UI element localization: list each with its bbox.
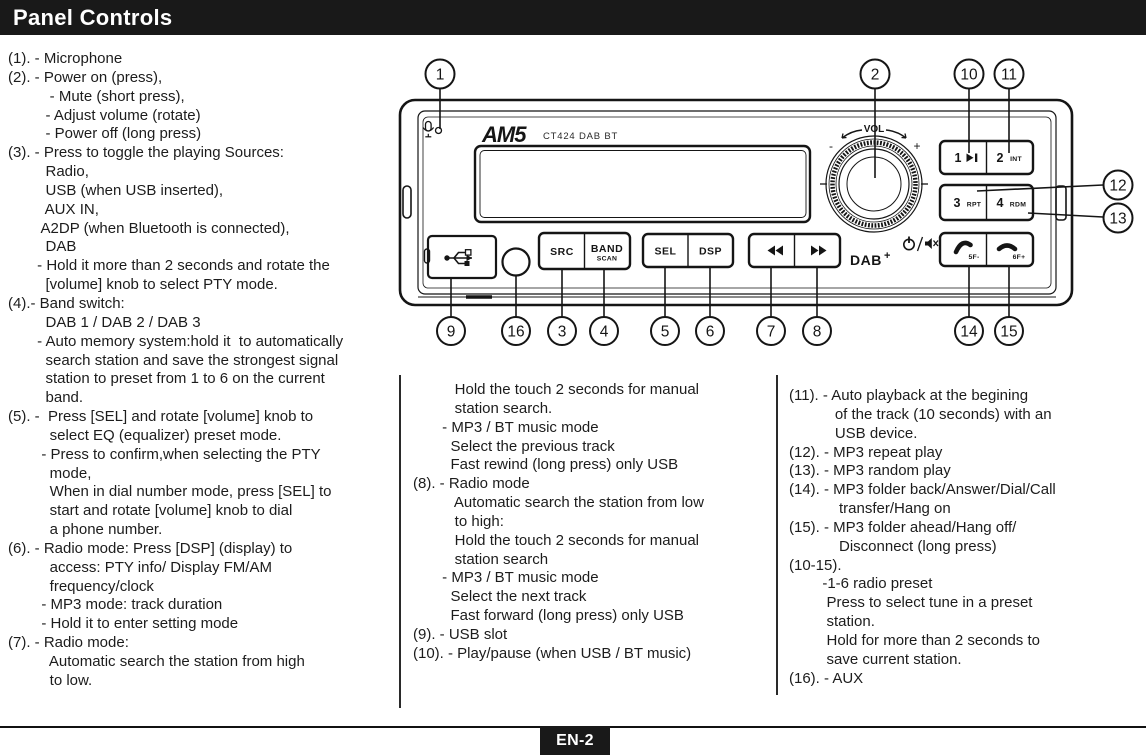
preset-row-3: 5F- 6F+: [938, 231, 1035, 268]
callout-number: 5: [661, 324, 670, 341]
sel-dsp-button-pair: SEL DSP: [641, 232, 735, 269]
rewind-icon: [767, 245, 783, 256]
callout-number: 7: [767, 324, 776, 341]
callout-11: [993, 58, 1025, 90]
preset-3-button: 3: [954, 196, 961, 210]
callout-markers: [424, 58, 1134, 346]
preset-2-button: 2: [997, 151, 1004, 165]
callout-number: 14: [960, 324, 978, 341]
usb-icon: [444, 249, 472, 266]
usb-slot: [423, 234, 498, 280]
callout-numbers: 1 2 10 11 12 13 9 16 3 4 5 6 7 8 14 15: [436, 67, 1127, 341]
callout-9: [436, 316, 466, 346]
title-bar: Panel Controls: [0, 0, 1146, 35]
model-label: CT424 DAB BT: [543, 131, 618, 142]
preset-3-rpt-label: RPT: [967, 202, 982, 209]
lcd-display: [473, 144, 812, 224]
callout-2: [859, 58, 891, 90]
vol-label: VOL: [864, 124, 885, 135]
callout-number: 3: [558, 324, 567, 341]
dab-logo-text: DAB: [850, 252, 882, 268]
callout-12: [1102, 169, 1134, 201]
callout-number: 1: [436, 67, 445, 84]
instructions-column-middle: Hold the touch 2 seconds for manual stat…: [413, 381, 704, 662]
sel-button: SEL: [655, 246, 677, 258]
preset-4-button: 4: [997, 196, 1004, 210]
preset-6-label: 6F+: [1013, 254, 1026, 261]
callout-13: [1102, 202, 1134, 234]
callout-leader-lines: [439, 88, 1104, 317]
callout-3: [547, 316, 577, 346]
callout-5: [650, 316, 680, 346]
preset-row-2: 3 RPT 4 RDM: [938, 183, 1035, 222]
side-tab: [1055, 185, 1067, 221]
column-divider-right: [776, 375, 778, 695]
faceplate: [417, 110, 1057, 299]
call-end-icon: [996, 243, 1018, 252]
callout-6: [695, 316, 725, 346]
power-mute-icon: [902, 236, 939, 252]
callout-number: 9: [447, 324, 456, 341]
callout-8: [802, 316, 832, 346]
vol-minus-label: -: [829, 139, 833, 153]
src-band-button-pair: SRC BAND SCAN: [537, 231, 632, 271]
callout-number: 11: [1001, 67, 1017, 84]
vol-rotate-arrows: [841, 129, 907, 139]
vol-plus-label: +: [913, 139, 920, 153]
preset-2-int-label: INT: [1010, 156, 1022, 163]
callout-1: [424, 58, 456, 90]
microphone-hole: [434, 126, 443, 135]
radio-body: [398, 98, 1074, 307]
page-number: EN-2: [556, 731, 594, 749]
release-slot: [402, 185, 412, 219]
callout-number: 10: [960, 67, 978, 84]
src-button: SRC: [550, 246, 574, 258]
preset-4-rdm-label: RDM: [1010, 202, 1026, 209]
callout-number: 13: [1109, 211, 1126, 228]
callout-number: 12: [1109, 178, 1126, 195]
brand-logo: AM5: [481, 122, 527, 147]
callout-number: 8: [813, 324, 822, 341]
callout-number: 15: [1000, 324, 1017, 341]
volume-knob: [820, 135, 928, 233]
band-button: BAND: [591, 243, 623, 255]
callout-number: 2: [871, 67, 880, 84]
scan-label: SCAN: [597, 256, 617, 263]
callout-7: [756, 316, 786, 346]
microphone-icon: [422, 120, 435, 138]
callout-4: [589, 316, 619, 346]
callout-number: 16: [507, 324, 524, 341]
aux-jack: [501, 247, 531, 277]
preset-5-label: 5F-: [968, 254, 979, 261]
instructions-column-left: (1). - Microphone (2). - Power on (press…: [8, 50, 344, 689]
dsp-button: DSP: [699, 246, 722, 258]
callout-number: 4: [600, 324, 609, 341]
preset-row-1: 1 2 INT: [938, 139, 1035, 176]
instructions-column-right: (11). - Auto playback at the begining of…: [789, 387, 1056, 687]
page-title: Panel Controls: [13, 4, 173, 30]
dab-plus-logo: DAB +: [850, 250, 890, 268]
callout-15: [994, 316, 1024, 346]
preset-1-button: 1: [955, 151, 962, 165]
play-pause-icon: [966, 153, 978, 162]
fast-forward-icon: [811, 245, 827, 256]
column-divider-left: [399, 375, 401, 708]
callout-10: [953, 58, 985, 90]
seek-button-pair: [747, 232, 842, 269]
callout-14: [954, 316, 984, 346]
call-answer-icon: [953, 240, 973, 255]
dab-logo-plus: +: [884, 250, 890, 262]
callout-16: [501, 316, 531, 346]
page-number-badge: EN-2: [540, 726, 610, 755]
callout-number: 6: [706, 324, 715, 341]
